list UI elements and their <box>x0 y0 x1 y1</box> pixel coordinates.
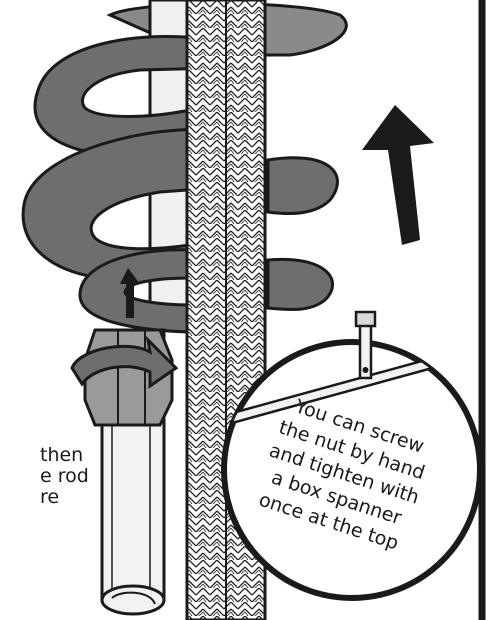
rod-end <box>102 586 164 614</box>
up-arrow-icon <box>362 105 434 245</box>
side-line-1: then <box>40 445 110 466</box>
auger-right-lobe-upper <box>268 158 337 214</box>
side-instruction-text: then e rod re <box>40 445 110 508</box>
auger-right-lobe-lower <box>268 259 333 309</box>
rod-icon <box>356 312 375 378</box>
side-line-3: re <box>40 487 110 508</box>
side-line-2: e rod <box>40 466 110 487</box>
